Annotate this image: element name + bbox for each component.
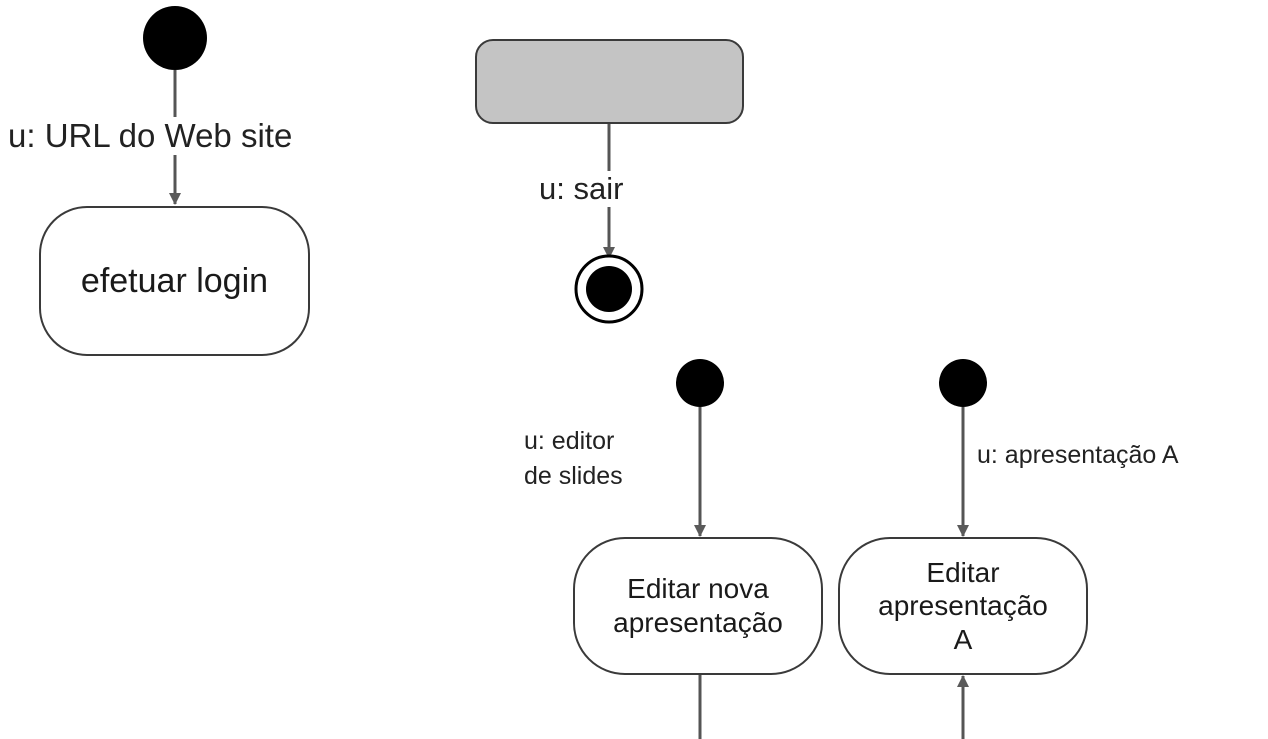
state-edit-a-label-line1: Editar xyxy=(926,556,1000,588)
state-edit-presentation-a: Editar apresentação A xyxy=(838,537,1088,675)
initial-node xyxy=(143,6,207,70)
state-login: efetuar login xyxy=(39,206,310,356)
state-edit-a-label-line2: apresentação xyxy=(878,590,1048,622)
transition-editor-label-line2: de slides xyxy=(524,462,623,490)
state-edit-new-presentation: Editar nova apresentação xyxy=(573,537,823,675)
state-edit-a-label-line3: A xyxy=(953,623,973,655)
state-edit-new-label-line1: Editar nova xyxy=(627,573,769,605)
transition-url-label: u: URL do Web site xyxy=(6,117,295,155)
final-node xyxy=(574,254,644,324)
state-edit-new-label-line2: apresentação xyxy=(613,607,783,638)
transition-presentation-a-label: u: apresentação A xyxy=(977,441,1179,469)
transition-exit-label: u: sair xyxy=(537,171,626,207)
composite-state xyxy=(475,39,744,124)
transition-editor-label-line1: u: editor xyxy=(524,427,615,455)
initial-node-editor xyxy=(676,359,724,407)
initial-node-presentation xyxy=(939,359,987,407)
state-login-label: efetuar login xyxy=(80,261,269,300)
